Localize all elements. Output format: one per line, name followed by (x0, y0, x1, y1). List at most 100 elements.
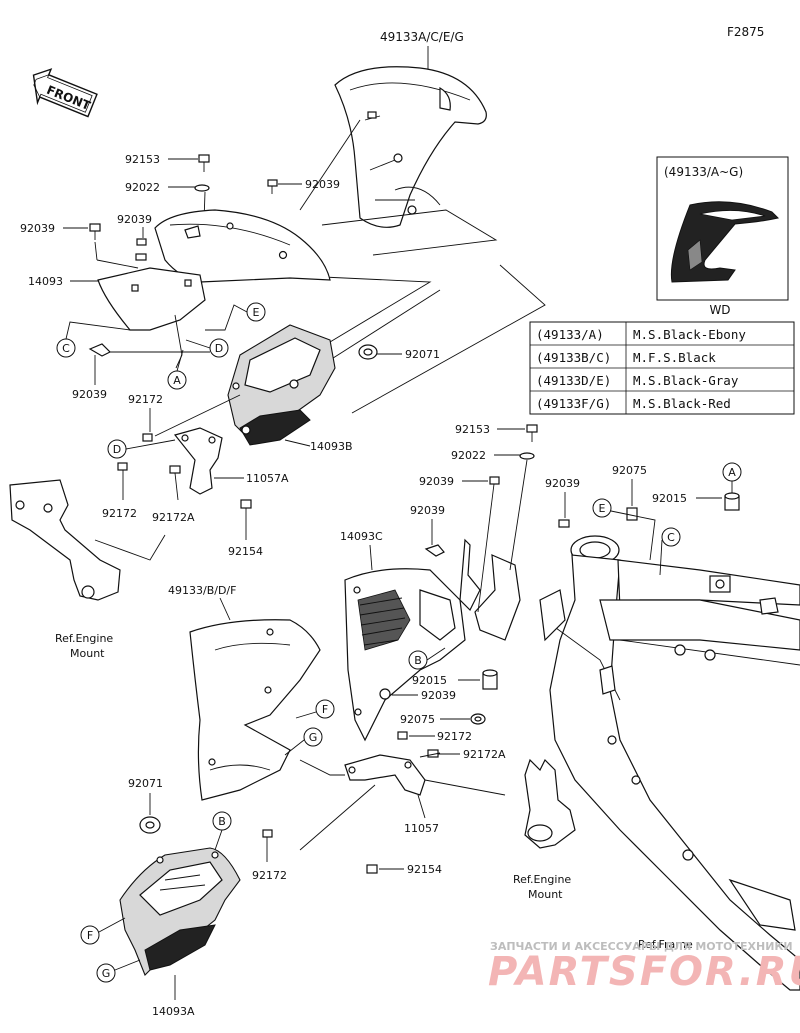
inner-panel-14093B (227, 324, 336, 446)
diagram-code: F2875 (727, 25, 764, 39)
label-14093B: 14093B (310, 440, 353, 453)
table-code-cell: (49133F/G) (536, 396, 611, 411)
table-color-cell: M.F.S.Black (633, 350, 716, 365)
grommet-icon (470, 713, 486, 725)
label-11057: 11057 (404, 822, 439, 835)
guide-line (94, 534, 166, 561)
clip-icon (267, 179, 278, 194)
grommet-icon (626, 507, 638, 521)
guide-line (279, 274, 432, 346)
ref-frame: Ref.Frame (638, 938, 693, 951)
label-92172: 92172 (102, 507, 137, 520)
callout-a-label: A (728, 466, 736, 479)
guide-line (424, 779, 506, 796)
callout-e-label: E (253, 306, 260, 319)
leader-line (369, 544, 373, 571)
inset-shroud-image (670, 201, 779, 283)
upper-shroud-part (334, 66, 487, 228)
guide-line (299, 119, 361, 211)
inner-cover-part (154, 209, 331, 283)
label-92153: 92153 (125, 153, 160, 166)
label-92154: 92154 (228, 545, 263, 558)
engine-mount-part (524, 758, 576, 849)
ref-engine-mount-left-2: Mount (70, 647, 105, 660)
label-92015: 92015 (652, 492, 687, 505)
guide-line (299, 784, 376, 851)
washer-icon (519, 452, 535, 460)
engine-mount-part (9, 479, 121, 601)
label-92039: 92039 (305, 178, 340, 191)
leader-line (417, 794, 426, 819)
bolt-icon (240, 499, 252, 540)
label-14093C: 14093C (340, 530, 383, 543)
callout-c-label: C (667, 531, 675, 544)
clip-icon (135, 238, 147, 261)
bracket-part (97, 267, 206, 369)
guide-line (321, 209, 498, 256)
table-code-cell: (49133D/E) (536, 373, 611, 388)
bolt-icon (419, 749, 441, 758)
bracket-part (419, 538, 521, 641)
label-92039: 92039 (419, 475, 454, 488)
leader-line (98, 917, 126, 933)
bracket-11057 (344, 754, 426, 796)
callout-b-label: B (218, 815, 226, 828)
frame-part (539, 535, 800, 991)
callout-g (96, 963, 116, 983)
collar-icon (482, 669, 498, 690)
label-92071: 92071 (128, 777, 163, 790)
clip-icon (477, 476, 500, 613)
label-92154: 92154 (407, 863, 442, 876)
callout-f-label: F (322, 703, 328, 716)
bolt-icon (142, 433, 153, 442)
bolt-icon (262, 829, 273, 862)
callout-f (80, 925, 100, 945)
bolt-icon (117, 462, 128, 500)
leader-line (284, 739, 305, 756)
inset-title: (49133/A~G) (664, 165, 743, 179)
leader-line (96, 259, 139, 269)
callout-g-label: G (309, 731, 318, 744)
leader-line (509, 459, 528, 571)
label-92172A: 92172A (152, 511, 195, 524)
callout-e-label: E (599, 502, 606, 515)
leader-line (185, 339, 211, 349)
grommet-icon (379, 688, 391, 700)
label-92172: 92172 (252, 869, 287, 882)
guide-line (299, 759, 345, 776)
leader-line (154, 394, 241, 437)
label-92039: 92039 (410, 504, 445, 517)
color-table: (49133/A) M.S.Black-Ebony (49133B/C) M.F… (529, 321, 795, 415)
watermark-logo: PARTSFOR.RU (488, 949, 800, 995)
label-92015: 92015 (412, 674, 447, 687)
screw-icon (526, 424, 538, 442)
clip-icon (88, 343, 112, 357)
clip-icon (558, 519, 570, 528)
washer-icon (194, 184, 210, 192)
label-49133BDF: 49133/B/D/F (168, 584, 236, 597)
callout-g (303, 727, 323, 747)
label-92022: 92022 (125, 181, 160, 194)
grommet-icon (139, 816, 161, 834)
label-14093: 14093 (28, 275, 63, 288)
label-92172A: 92172A (463, 748, 506, 761)
callout-c (661, 527, 681, 547)
callout-e (592, 498, 612, 518)
leader-line (65, 321, 131, 340)
front-arrow-icon: FRONT (32, 68, 98, 118)
label-49133ACEG: 49133A/C/E/G (380, 30, 464, 44)
table-color-cell: M.S.Black-Ebony (633, 327, 746, 342)
guide-line (351, 264, 546, 414)
label-92039: 92039 (72, 388, 107, 401)
leader-line (659, 539, 663, 576)
leader-line (205, 304, 248, 331)
callout-c-label: C (62, 342, 70, 355)
clip-icon (424, 544, 445, 557)
watermark-line1: ЗАПЧАСТИ И АКСЕССУАРЫ ДЛЯ МОТОТЕХНИКИ (490, 940, 793, 953)
label-92022: 92022 (451, 449, 486, 462)
label-92039: 92039 (421, 689, 456, 702)
grommet-icon (358, 344, 378, 360)
leader-line (94, 241, 98, 261)
collar-icon (724, 492, 740, 511)
